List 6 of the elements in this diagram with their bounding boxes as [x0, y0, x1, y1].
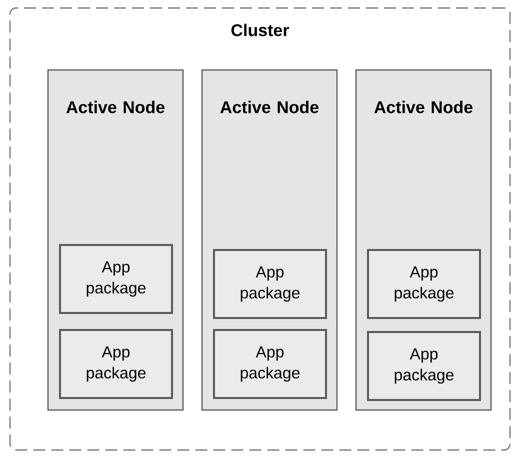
package-box: App package: [213, 329, 327, 399]
package-box: App package: [59, 329, 173, 399]
package-box: App package: [59, 244, 173, 314]
package-box: App package: [367, 249, 481, 319]
package-box: App package: [213, 249, 327, 319]
package-box: App package: [367, 331, 481, 401]
